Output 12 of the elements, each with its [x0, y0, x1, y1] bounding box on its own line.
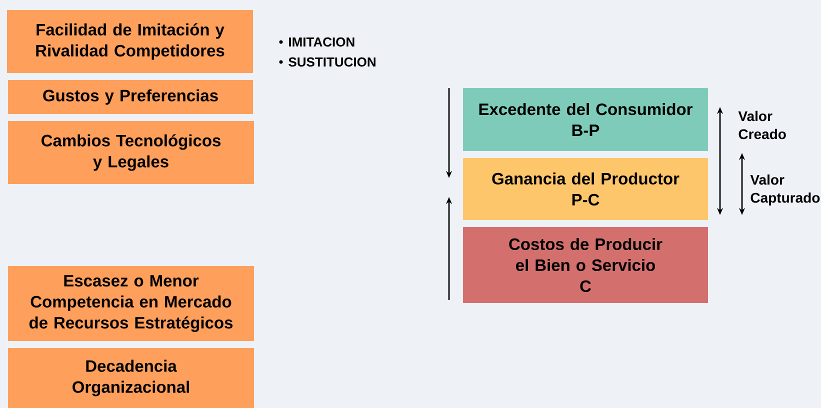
- bullet-item: IMITACION: [289, 37, 354, 47]
- bullet-item: SUSTITUCION: [288, 57, 376, 67]
- factor-box: Decadencia Organizacional: [8, 348, 254, 408]
- value-box: Costos de Producir el Bien o Servicio C: [463, 227, 708, 303]
- dimension-label: Valor Capturado: [750, 174, 820, 206]
- factor-box: Gustos y Preferencias: [8, 80, 253, 114]
- value-box: Excedente del Consumidor B-P: [463, 88, 708, 151]
- factor-box: Facilidad de Imitación y Rivalidad Competidores: [7, 10, 253, 73]
- dimension-label: Valor Creado: [738, 110, 786, 140]
- factor-box: Escasez o Menor Competencia en Mercado de Recursos Estratégicos: [8, 266, 254, 341]
- factor-box: Cambios Tecnológicos y Legales: [8, 121, 254, 184]
- value-box: Ganancia del Productor P-C: [463, 158, 708, 220]
